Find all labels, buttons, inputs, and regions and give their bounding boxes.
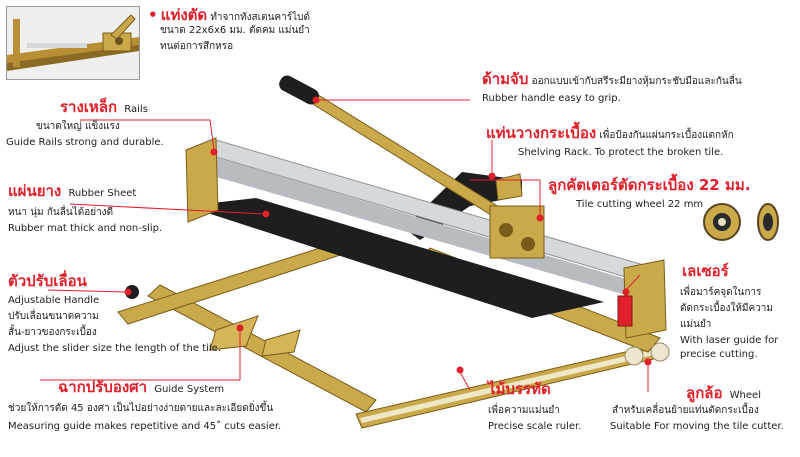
handle-desc-th: ออกแบบเข้ากับสรีระมียางหุ้มกระชับมือและก… bbox=[531, 76, 742, 87]
roller-desc-th: สำหรับเคลื่อนย้ายแท่นตัดกระเบื้อง bbox=[612, 405, 759, 416]
rod-title: แท่งตัด bbox=[160, 6, 208, 24]
cutting-head-shape bbox=[489, 205, 545, 259]
roller-desc-en: Suitable For moving the tile cutter. bbox=[610, 421, 784, 432]
rack-desc-en: Shelving Rack. To protect the broken til… bbox=[518, 147, 724, 158]
adjust-title: ตัวปรับเลื่อน bbox=[8, 272, 87, 290]
handle-title: ด้ามจับ bbox=[482, 70, 529, 88]
wheel-desc-en: Tile cutting wheel 22 mm bbox=[576, 199, 704, 210]
rod-detail-inset-image bbox=[6, 6, 140, 80]
roller-wheel-icon bbox=[624, 346, 644, 366]
rod-desc-3: ทนต่อการสึกหรอ bbox=[160, 41, 234, 52]
rubber-desc-en: Rubber mat thick and non-slip. bbox=[8, 223, 163, 234]
ruler-scale-shape bbox=[360, 350, 654, 423]
adjust-desc-en: Adjustable Handle bbox=[8, 295, 100, 306]
roller-wheel-icon-2 bbox=[650, 342, 670, 362]
angle-callout: ฉากปรับองศา Guide System bbox=[58, 378, 224, 396]
laser-title: เลเซอร์ bbox=[682, 262, 729, 280]
laser-desc-en-1: With laser guide for bbox=[680, 335, 779, 346]
rod-bullet: • bbox=[148, 6, 158, 24]
left-arm-shape bbox=[147, 284, 377, 413]
laser-unit-shape bbox=[617, 295, 633, 327]
ruler-desc-th: เพื่อความแม่นยำ bbox=[488, 405, 560, 416]
rack-desc-th: เพื่อป้องกันแผ่นกระเบื้องแตกหัก bbox=[599, 130, 734, 141]
angle-title-en: Guide System bbox=[154, 384, 225, 395]
cutter-wheel-side-image bbox=[757, 203, 779, 241]
angle-title: ฉากปรับองศา bbox=[58, 378, 148, 396]
laser-desc-th-2: ตัดกระเบื้องให้มีความ bbox=[680, 303, 774, 314]
roller-title-en: Wheel bbox=[729, 390, 761, 401]
wheel-title: ลูกคัตเตอร์ตัดกระเบื้อง 22 มม. bbox=[548, 176, 751, 194]
rails-title: รางเหล็ก bbox=[60, 98, 118, 116]
ruler-title: ไม้บรรทัด bbox=[488, 380, 551, 398]
rails-desc-th: ขนาดใหญ่ แข็งแรง bbox=[36, 121, 120, 132]
rod-callout: • แท่งตัด ทำจากทังสเตนคาร์ไบด์ bbox=[148, 6, 310, 24]
handle-callout: ด้ามจับ ออกแบบเข้ากับสรีระมียางหุ้มกระชั… bbox=[482, 70, 742, 88]
adjust-desc-en-2: Adjust the slider size the length of the… bbox=[8, 343, 222, 354]
rubber-title-en: Rubber Sheet bbox=[68, 188, 137, 199]
main-rail-side-shape bbox=[192, 150, 636, 298]
rubber-desc-th: หนา นุ่ม กันลื่นได้อย่างดี bbox=[8, 207, 114, 218]
rubber-callout: แผ่นยาง Rubber Sheet bbox=[8, 182, 136, 200]
rod-desc-1: ทำจากทังสเตนคาร์ไบด์ bbox=[210, 12, 310, 23]
angle-guide-shape-2 bbox=[261, 329, 301, 357]
roller-title: ลูกล้อ bbox=[686, 384, 723, 402]
laser-desc-th-1: เพื่อมาร์คจุดในการ bbox=[680, 287, 762, 298]
rails-callout: รางเหล็ก Rails bbox=[60, 98, 148, 116]
callout-leader-lines bbox=[40, 96, 652, 392]
rack-title: แท่นวางกระเบื้อง bbox=[486, 124, 597, 142]
rails-desc-en: Guide Rails strong and durable. bbox=[6, 137, 164, 148]
handle-desc-en: Rubber handle easy to grip. bbox=[482, 93, 621, 104]
rubber-title: แผ่นยาง bbox=[8, 182, 62, 200]
rod-desc-2: ขนาด 22x6x6 มม. ตัดคม แม่นยำ bbox=[160, 25, 310, 36]
rod-detail-illustration bbox=[7, 7, 139, 79]
angle-guide-shape bbox=[209, 315, 259, 351]
rack-callout: แท่นวางกระเบื้อง เพื่อป้องกันแผ่นกระเบื้… bbox=[486, 124, 734, 142]
rails-title-en: Rails bbox=[124, 104, 148, 115]
angle-desc-th: ช่วยให้การตัด 45 องศา เป็นไปอย่างง่ายดาย… bbox=[8, 403, 274, 414]
ruler-desc-en: Precise scale ruler. bbox=[488, 421, 582, 432]
rubber-grip-shape bbox=[279, 75, 319, 105]
cutter-wheel-product-image bbox=[703, 203, 741, 241]
head-screw-icon bbox=[499, 223, 513, 237]
adjust-desc-th-1: ปรับเลื่อนขนาดความ bbox=[8, 311, 99, 322]
adjust-desc-th-2: สั้น-ยาวของกระเบื้อง bbox=[8, 327, 97, 338]
left-post-shape bbox=[185, 137, 219, 223]
laser-desc-th-3: แม่นยำ bbox=[680, 319, 712, 330]
laser-desc-en-2: precise cutting. bbox=[680, 349, 758, 360]
rubber-sheet-shape bbox=[186, 198, 604, 318]
adjust-knob-icon bbox=[125, 285, 139, 299]
head-screw-icon-2 bbox=[521, 237, 535, 251]
angle-desc-en: Measuring guide makes repetitive and 45˚… bbox=[8, 421, 282, 432]
roller-callout: ลูกล้อ Wheel bbox=[686, 384, 761, 402]
